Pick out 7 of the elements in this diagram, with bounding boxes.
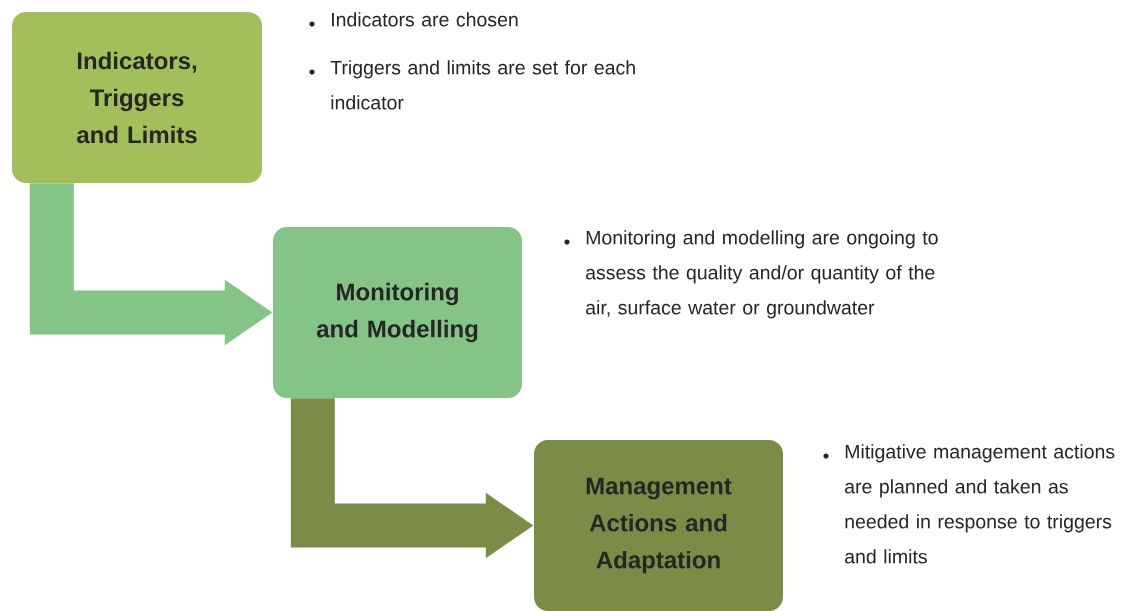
process-box: Monitoring and Modelling	[273, 227, 522, 398]
bullet-list-item: Monitoring and modelling are ongoing to assess the quality and/or quantity of the air, surface water or groundwater	[564, 230, 938, 319]
bullet-list-item: Mitigative management actions are planned and taken as needed in response to triggers and limits	[823, 444, 1115, 564]
process-box: Management Actions and Adaptation	[534, 440, 783, 611]
bullet-list-item: Triggers and limits are set for each indicator	[309, 60, 635, 110]
process-box: Indicators, Triggers and Limits	[12, 12, 262, 183]
bullet-list-item: Indicators are chosen	[309, 12, 518, 27]
